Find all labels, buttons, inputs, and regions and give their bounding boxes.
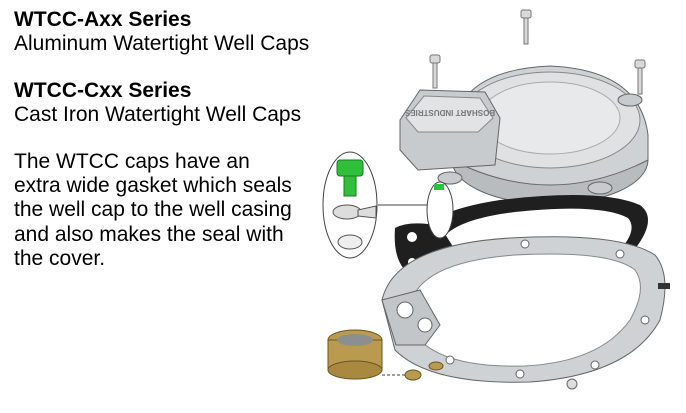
base-flange-ring [381, 236, 666, 383]
body-paragraph: The WTCC caps have an extra wide gasket … [14, 150, 292, 270]
series-block-a: WTCC-Axx Series Aluminum Watertight Well… [14, 8, 314, 56]
bolt-icon [520, 9, 532, 45]
brass-plugs [327, 283, 670, 390]
text-column: WTCC-Axx Series Aluminum Watertight Well… [14, 8, 314, 271]
series-a-description: Aluminum Watertight Well Caps [14, 32, 310, 55]
series-c-title: WTCC-Cxx Series [14, 79, 192, 102]
green-screw-icon [336, 159, 364, 177]
embossed-text: BOSHART INDUSTRIES [404, 108, 495, 117]
well-cap-cover: BOSHART INDUSTRIES [399, 65, 649, 205]
bolt-icon [634, 59, 646, 95]
bolt-icon [429, 54, 441, 89]
ground-screw-callout [322, 151, 454, 259]
exploded-well-cap-illustration: BOSHART INDUSTRIES [322, 9, 670, 390]
series-block-c: WTCC-Cxx Series Cast Iron Watertight Wel… [14, 79, 314, 127]
series-c-description: Cast Iron Watertight Well Caps [14, 103, 302, 126]
series-a-title: WTCC-Axx Series [14, 8, 192, 31]
